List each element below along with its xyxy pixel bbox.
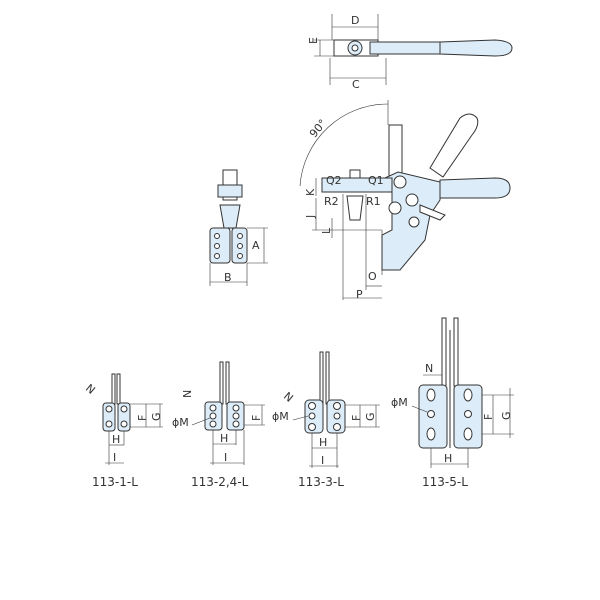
dim-B: B [224, 271, 232, 284]
dim-D: D [351, 14, 359, 27]
variant-113-3-L: N ϕM F G H I 113-3-L [272, 351, 380, 489]
dim-E: E [307, 37, 320, 44]
model-label: 113-1-L [92, 475, 138, 489]
dim-A: A [252, 239, 260, 252]
side-view: 90° Q2 Q1 R2 R1 K J L O P [299, 100, 511, 301]
variant-113-5-L: N ϕM F G H 113-5-L [391, 317, 514, 489]
dim-I: I [224, 451, 227, 464]
variant-113-2-4-L: N ϕM F H I 113-2,4-L [172, 361, 265, 489]
dim-J: J [304, 215, 317, 219]
dim-N: N [181, 390, 194, 398]
model-label: 113-5-L [422, 475, 468, 489]
dim-F: F [482, 414, 495, 420]
dim-H: H [220, 432, 228, 445]
variant-113-1-L: N F G H I 113-1-L [83, 373, 163, 489]
dim-F: F [250, 415, 263, 421]
dim-C: C [352, 78, 360, 91]
dim-Q2: Q2 [326, 174, 342, 187]
dim-R2: R2 [324, 195, 339, 208]
dim-G: G [500, 411, 513, 420]
dim-O: O [368, 270, 377, 283]
dim-phi-M: ϕM [391, 396, 408, 409]
angle-90: 90° [307, 117, 329, 140]
dim-R1: R1 [366, 195, 381, 208]
dim-phi-M: ϕM [172, 416, 189, 429]
top-view: D E C [307, 14, 513, 91]
dim-H: H [319, 436, 327, 449]
dim-F: F [136, 415, 149, 421]
model-label: 113-2,4-L [191, 475, 249, 489]
dim-N: N [83, 382, 98, 397]
dim-H: H [444, 452, 452, 465]
dim-H: H [112, 433, 120, 446]
dim-I: I [113, 451, 116, 464]
dim-F: F [350, 415, 363, 421]
dim-K: K [304, 188, 317, 196]
dim-N: N [281, 390, 296, 405]
front-view: A B [209, 169, 268, 286]
dim-N: N [425, 362, 433, 375]
dim-phi-M: ϕM [272, 410, 289, 423]
dim-G: G [364, 412, 377, 421]
dim-P: P [356, 288, 363, 301]
dim-I: I [321, 454, 324, 467]
dim-Q1: Q1 [368, 174, 384, 187]
dim-L: L [320, 227, 333, 234]
model-label: 113-3-L [298, 475, 344, 489]
dim-G: G [150, 412, 163, 421]
